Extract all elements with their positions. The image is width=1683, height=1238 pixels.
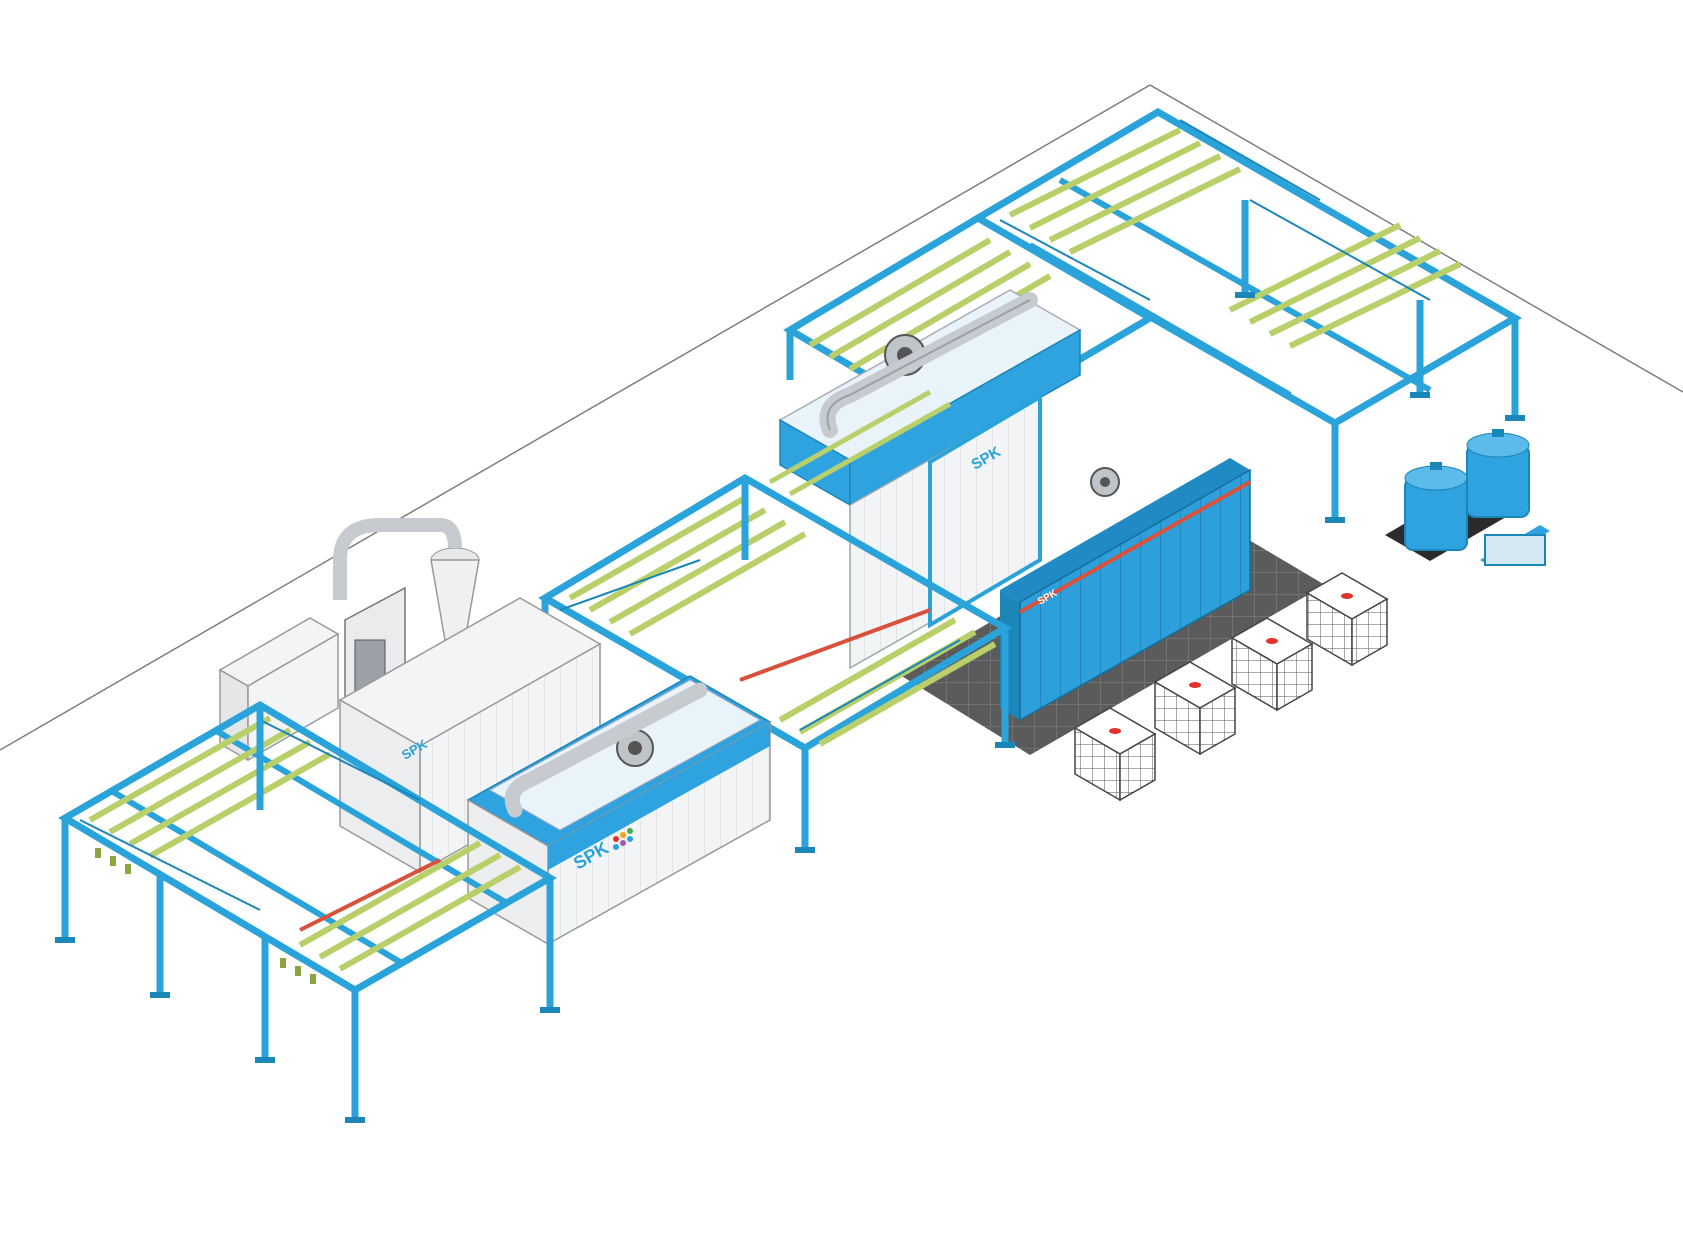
ibc-tote-icon (1109, 728, 1121, 734)
cyclone-icon (333, 518, 480, 641)
overhead-frame-back-right (971, 107, 1525, 523)
ibc-tote-3 (1230, 617, 1314, 712)
ibc-tote-icon (1189, 682, 1201, 688)
logo-dots-icon (613, 828, 633, 850)
drying-oven-front: SPK (466, 675, 772, 946)
water-treatment-unit (1385, 429, 1550, 566)
powder-booth-tunnel: SPK (338, 597, 602, 874)
water-tank-icon (1404, 462, 1468, 551)
curing-oven: SPK (778, 289, 1082, 670)
fan-icon (1090, 467, 1120, 497)
ibc-tote-1 (1073, 707, 1157, 802)
pretreatment-tunnel: SPK (1000, 458, 1251, 722)
ibc-tote-4 (1305, 572, 1389, 667)
ibc-tote-2 (1153, 661, 1237, 756)
ibc-tote-icon (1341, 593, 1353, 599)
overhead-frame-front-left (55, 700, 560, 1123)
fan-icon (616, 729, 654, 767)
water-tank-icon (1466, 429, 1530, 518)
ibc-tote-icon (1266, 638, 1278, 644)
